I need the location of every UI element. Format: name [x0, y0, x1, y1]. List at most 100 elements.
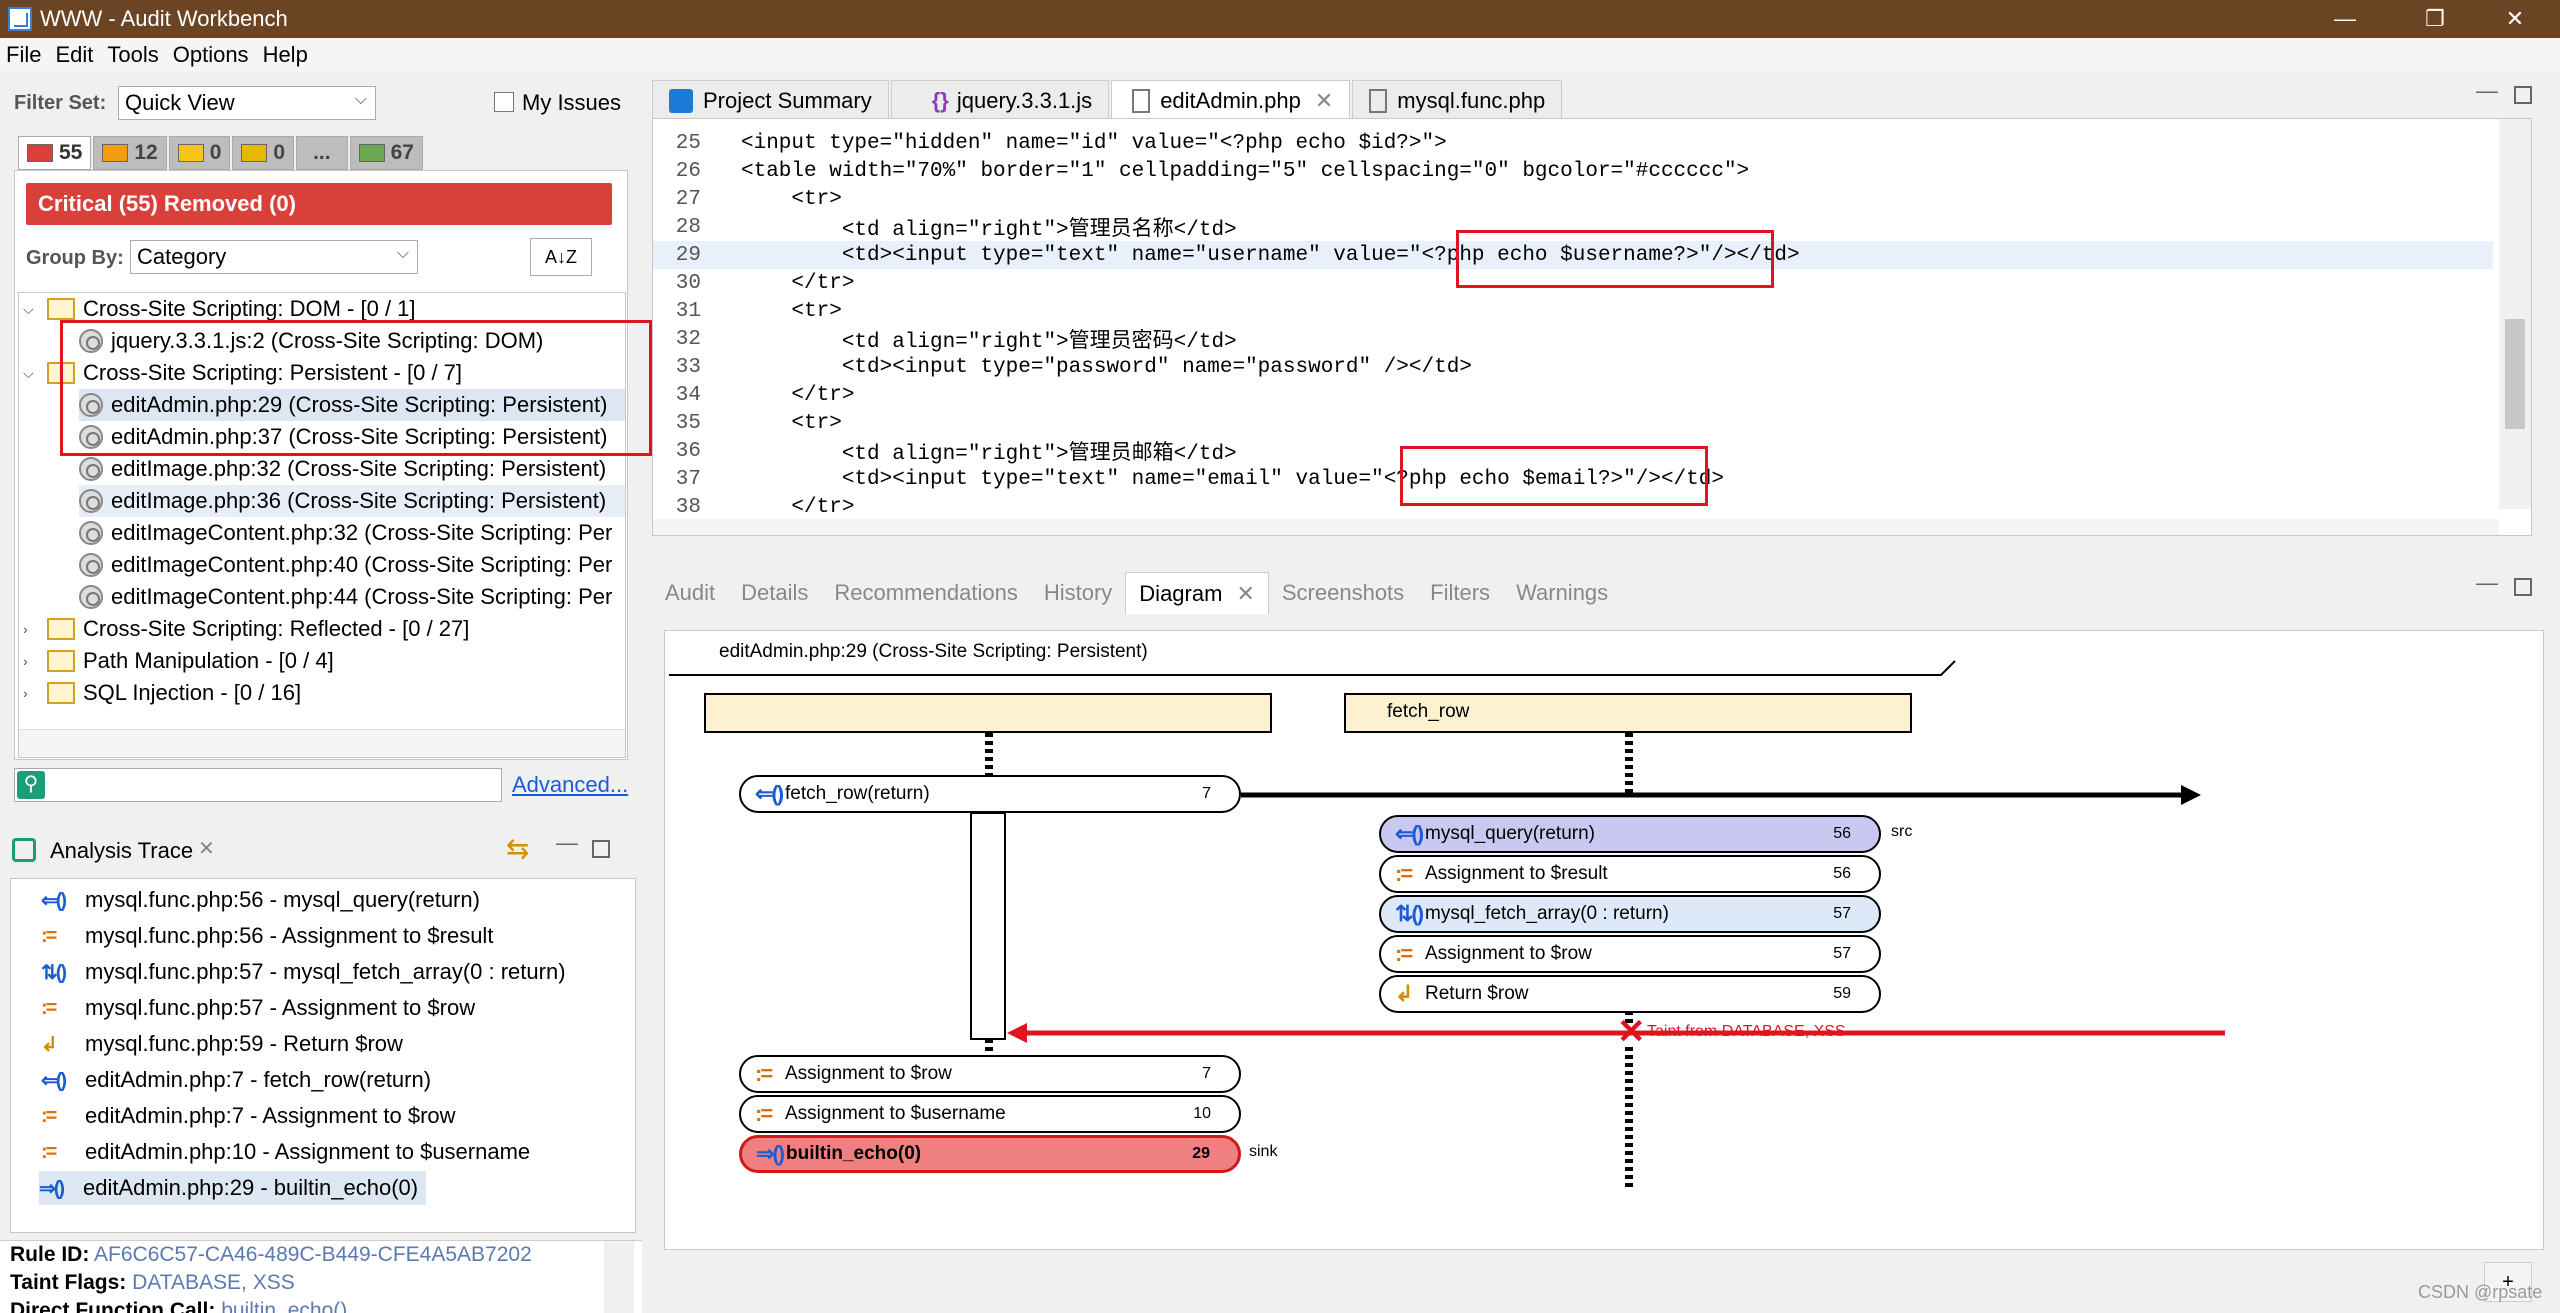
tree-issue[interactable]: editImageContent.php:32 (Cross-Site Scri… — [79, 517, 612, 549]
node-mysql-query[interactable]: ⇐()mysql_query(return)56 — [1379, 815, 1881, 853]
trace-item[interactable]: ⇅()mysql.func.php:57 - mysql_fetch_array… — [41, 955, 566, 989]
tree-hscrollbar[interactable] — [19, 729, 625, 757]
tab-history[interactable]: History — [1043, 580, 1113, 605]
trace-item[interactable]: :=editAdmin.php:10 - Assignment to $user… — [41, 1135, 530, 1169]
low-swatch-icon — [241, 144, 268, 162]
zoom-in-button[interactable]: + — [2484, 1262, 2532, 1302]
tree-issue[interactable]: jquery.3.3.1.js:2 (Cross-Site Scripting:… — [79, 325, 543, 357]
editor-hscrollbar[interactable] — [653, 519, 2499, 535]
node-fetch-row[interactable]: ⇐()fetch_row(return)7 — [739, 775, 1241, 813]
sort-button[interactable]: A↓Z — [530, 238, 592, 276]
filter-set-dropdown[interactable]: Quick View ⌵ — [118, 86, 376, 120]
issue-icon — [79, 425, 103, 449]
menu-file[interactable]: File — [6, 42, 42, 67]
tree-issue[interactable]: editImage.php:32 (Cross-Site Scripting: … — [79, 453, 606, 485]
tab-editadmin[interactable]: editAdmin.php✕ — [1111, 80, 1351, 120]
swap-direction-icon[interactable]: ⇆ — [506, 833, 530, 864]
maximize-view-icon[interactable] — [2514, 86, 2532, 104]
line-number: 38 — [675, 495, 701, 519]
tree-issue[interactable]: editImageContent.php:44 (Cross-Site Scri… — [79, 581, 612, 613]
menu-options[interactable]: Options — [172, 42, 249, 67]
editor-vscrollbar[interactable] — [2499, 119, 2531, 509]
trace-item[interactable]: :=editAdmin.php:7 - Assignment to $row — [41, 1099, 456, 1133]
group-by-label: Group By: — [26, 247, 124, 269]
maximize-view-icon[interactable] — [2514, 578, 2532, 596]
tree-issue[interactable]: editAdmin.php:37 (Cross-Site Scripting: … — [79, 421, 607, 453]
node-mysql-fetch-array[interactable]: ⇅()mysql_fetch_array(0 : return)57 — [1379, 895, 1881, 933]
tree-folder-xss-dom[interactable]: ⌵Cross-Site Scripting: DOM - [0 / 1] — [23, 293, 416, 325]
collapse-icon[interactable]: › — [23, 685, 28, 701]
tab-jquery[interactable]: {}jquery.3.3.1.js — [890, 80, 1110, 120]
search-input[interactable]: ⚲ — [14, 768, 502, 802]
tab-recommendations[interactable]: Recommendations — [834, 580, 1018, 605]
trace-item[interactable]: ⇐()mysql.func.php:56 - mysql_query(retur… — [41, 883, 480, 917]
analysis-trace-list: ⇐()mysql.func.php:56 - mysql_query(retur… — [10, 878, 636, 1233]
code-editor[interactable]: 25<input type="hidden" name="id" value="… — [652, 118, 2532, 536]
close-icon[interactable]: ✕ — [1236, 580, 1255, 606]
tab-diagram[interactable]: Diagram✕ — [1125, 572, 1269, 614]
expand-icon[interactable]: ⌵ — [23, 300, 34, 317]
tab-all[interactable]: 67 — [349, 136, 423, 170]
trace-item-selected[interactable]: ⇒()editAdmin.php:29 - builtin_echo(0) — [39, 1171, 427, 1205]
tree-issue-selected[interactable]: editAdmin.php:29 (Cross-Site Scripting: … — [79, 389, 625, 421]
minimize-view-icon[interactable]: — — [556, 830, 578, 855]
restore-button[interactable]: ❐ — [2425, 6, 2445, 31]
minimize-view-icon[interactable]: — — [2476, 570, 2498, 595]
tab-filters[interactable]: Filters — [1430, 580, 1491, 605]
tab-warnings[interactable]: Warnings — [1516, 580, 1609, 605]
tab-high[interactable]: 12 — [93, 136, 167, 170]
tab-audit[interactable]: Audit — [665, 580, 716, 605]
scroll-thumb[interactable] — [2505, 319, 2525, 429]
group-by-dropdown[interactable]: Category ⌵ — [130, 240, 418, 274]
close-icon[interactable]: ✕ — [1314, 87, 1334, 113]
maximize-view-icon[interactable] — [592, 840, 610, 858]
tab-medium[interactable]: 0 — [168, 136, 231, 170]
trace-item[interactable]: :=mysql.func.php:56 - Assignment to $res… — [41, 919, 493, 953]
tab-screenshots[interactable]: Screenshots — [1281, 580, 1405, 605]
minimize-button[interactable]: — — [2334, 6, 2356, 31]
trace-item[interactable]: ⇐()editAdmin.php:7 - fetch_row(return) — [41, 1063, 431, 1097]
code-text: </tr> — [741, 383, 855, 407]
tree-issue-label: editAdmin.php:37 (Cross-Site Scripting: … — [111, 424, 608, 449]
tree-issue[interactable]: editImage.php:36 (Cross-Site Scripting: … — [79, 485, 625, 517]
collapse-icon[interactable]: › — [23, 653, 28, 669]
advanced-search-link[interactable]: Advanced... — [512, 772, 629, 797]
issue-icon — [79, 489, 103, 513]
tab-mysql-func[interactable]: mysql.func.php — [1352, 80, 1563, 120]
severity-tabs: 55 12 0 0 ... 67 — [18, 136, 425, 170]
tree-folder-xss-reflected[interactable]: › Cross-Site Scripting: Reflected - [0 / … — [23, 613, 469, 645]
info-scrollbar[interactable] — [604, 1241, 634, 1313]
close-icon[interactable]: ✕ — [198, 838, 215, 860]
tab-details[interactable]: Details — [741, 580, 809, 605]
tree-folder-path-manipulation[interactable]: ›Path Manipulation - [0 / 4] — [23, 645, 334, 677]
close-button[interactable]: ✕ — [2505, 6, 2525, 31]
tree-folder-sql-injection[interactable]: ›SQL Injection - [0 / 16] — [23, 677, 301, 709]
collapse-icon[interactable]: › — [23, 621, 28, 637]
node-line-number: 29 — [1192, 1145, 1210, 1162]
menu-edit[interactable]: Edit — [55, 42, 94, 67]
tab-low[interactable]: 0 — [232, 136, 295, 170]
menu-tools[interactable]: Tools — [107, 42, 159, 67]
minimize-view-icon[interactable]: — — [2476, 78, 2498, 103]
tab-critical[interactable]: 55 — [18, 136, 92, 170]
annotation-box — [1400, 446, 1708, 506]
trace-item[interactable]: ↲mysql.func.php:59 - Return $row — [41, 1027, 403, 1061]
node-label: fetch_row(return) — [785, 783, 930, 804]
node-builtin-echo[interactable]: ⇒()builtin_echo(0)29 — [739, 1135, 1241, 1173]
issue-icon — [79, 553, 103, 577]
tab-project-summary[interactable]: Project Summary — [652, 80, 889, 120]
menu-help[interactable]: Help — [262, 42, 308, 67]
filter-set-label: Filter Set: — [14, 92, 107, 114]
tab-more[interactable]: ... — [296, 136, 348, 170]
expand-icon[interactable]: ⌵ — [23, 364, 34, 381]
trace-item[interactable]: :=mysql.func.php:57 - Assignment to $row — [41, 991, 475, 1025]
tree-issue[interactable]: editImageContent.php:40 (Cross-Site Scri… — [79, 549, 612, 581]
tree-folder-label: Cross-Site Scripting: Reflected - [0 / 2… — [83, 616, 470, 641]
my-issues-checkbox[interactable] — [494, 92, 514, 112]
code-line: 30 </tr> — [653, 269, 2493, 297]
